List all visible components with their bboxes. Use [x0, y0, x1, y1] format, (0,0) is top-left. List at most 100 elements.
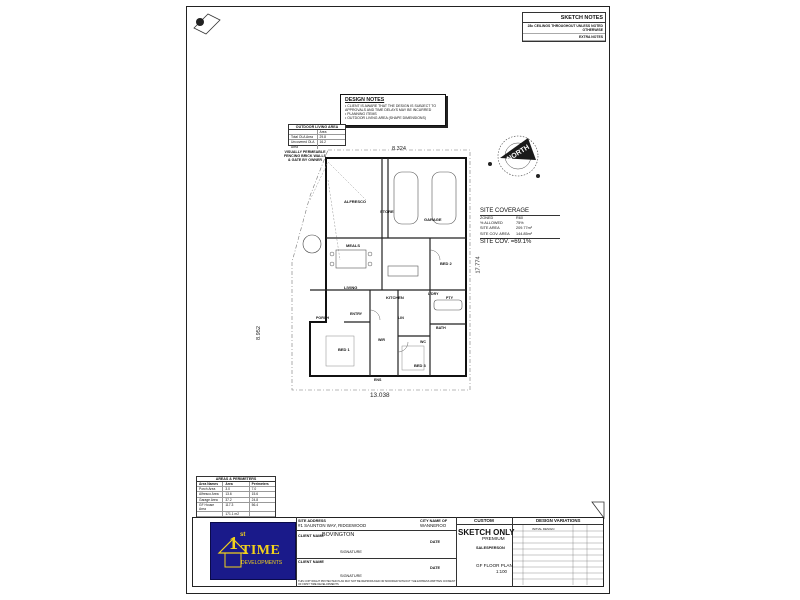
room-label-wir: WIR — [378, 338, 385, 342]
room-label-bath: BATH — [436, 326, 446, 330]
table-cell: Area — [223, 482, 250, 487]
site-coverage-value: 75% — [516, 221, 524, 226]
design-variations-title: DESIGN VARIATIONS — [536, 518, 581, 523]
table-cell: Uncovered OLA Area — [289, 140, 318, 149]
dimension-right: 17.774 — [475, 256, 482, 274]
logo-numeral: 1 — [229, 533, 238, 553]
design-notes-line: • PLANNING ITEMS — [345, 112, 377, 117]
sketch-notes-panel: SKETCH NOTES 28c CEILINGS THROUGHOUT UNL… — [522, 12, 606, 42]
table-cell: Perimeters — [251, 482, 269, 486]
table-row: Total OLA Area 29.8 — [289, 135, 345, 141]
table-cell — [289, 130, 318, 135]
table-cell: Total OLA Area — [289, 135, 318, 140]
design-notes-panel: DESIGN NOTES • CLIENT IS AWARE THAT THE … — [340, 94, 446, 126]
room-label-bed2: BED 2 — [440, 261, 452, 266]
salesperson-label: SALESPERSON — [476, 546, 505, 550]
table-cell: 171.1 m2 — [223, 512, 250, 517]
room-label-bed3: BED 3 — [414, 363, 426, 368]
corner-mark-bottom-right — [591, 501, 605, 520]
outdoor-living-title: OUTDOOR LIVING AREA — [289, 125, 345, 130]
signature-label: SIGNATURE — [340, 550, 362, 554]
room-label-alfresco: ALFRESCO — [344, 199, 366, 204]
custom-label: CUSTOM — [474, 518, 494, 523]
table-cell: 3.0 — [223, 487, 250, 492]
room-label-garage: GARAGE — [424, 217, 442, 222]
room-label-living: LIVING — [344, 285, 358, 290]
variations-grid — [513, 525, 603, 585]
date-label: DATE — [430, 540, 441, 544]
sketch-notes-line: 28c CEILINGS THROUGHOUT UNLESS NOTED OTH… — [523, 23, 605, 34]
divider — [296, 530, 456, 531]
table-row: ZONED R60 — [480, 216, 560, 221]
table-cell: 24.8 — [251, 497, 259, 502]
fence-note-line: & GATE BY OWNER — [287, 158, 322, 163]
sketch-only-label: SKETCH ONLY — [458, 528, 515, 537]
plan-name: GF FLOOR PLAN — [476, 563, 513, 568]
table-row: Area — [289, 130, 345, 136]
room-label-entry: ENTRY — [350, 312, 363, 316]
divider — [296, 558, 456, 559]
sketch-notes-title: SKETCH NOTES — [523, 13, 605, 23]
site-address-value: #1 SAUNTON WAY, RIDGEWOOD — [298, 523, 367, 528]
room-label-wc: WC — [420, 340, 426, 344]
table-row: 171.1 m2 — [197, 512, 275, 518]
city-label: CITY NAME OF — [420, 519, 448, 523]
design-notes-title: DESIGN NOTES — [345, 97, 385, 103]
divider — [512, 517, 513, 587]
site-coverage-value: 209.77m² — [516, 226, 533, 231]
north-compass — [488, 135, 540, 178]
site-coverage-label: SITE AREA — [480, 226, 500, 231]
fence-note-line: FENCING BRICK WALLS — [283, 154, 327, 159]
design-notes-line: • OUTDOOR LIVING AREA (SHAPE DIMENSIONS) — [345, 116, 426, 121]
site-coverage-total: SITE COV. =69.1% — [480, 237, 560, 245]
areas-perimeters-table: AREAS & PERIMETERS Area Names Area Perim… — [196, 476, 276, 532]
table-cell — [197, 512, 224, 517]
dimension-bottom: 13.038 — [370, 392, 390, 399]
site-coverage-label: ZONED — [480, 216, 494, 220]
room-label-ensuite: ENS — [374, 378, 382, 382]
table-cell: 117.3 — [223, 502, 250, 512]
table-cell: Area — [319, 130, 327, 134]
table-cell: 37.2 — [223, 497, 250, 502]
sketch-notes-line: EXTRA NOTES — [523, 34, 605, 41]
table-cell: 15.6 — [251, 492, 259, 497]
date-label-2: DATE — [430, 566, 441, 570]
dimension-top: 8.324 — [392, 146, 406, 152]
table-cell: Area Names — [197, 482, 224, 487]
city-value: WANNEROO — [420, 523, 447, 528]
dimension-left: 8.952 — [256, 326, 262, 340]
premium-label: PREMIUM — [482, 537, 505, 542]
outdoor-living-table: OUTDOOR LIVING AREA Area Total OLA Area … — [288, 124, 346, 149]
table-row: Area Names Area Perimeters — [197, 482, 275, 488]
company-logo: 1 st TIME DEVELOPMENTS — [210, 522, 296, 580]
variation-entry: INITIAL DESIGN — [532, 527, 555, 531]
north-arrow-icon — [500, 138, 536, 160]
site-coverage-value: R60 — [516, 216, 523, 220]
divider — [456, 517, 457, 587]
room-label-kitchen: KITCHEN — [386, 295, 404, 300]
table-cell: GF House Area — [197, 502, 224, 512]
table-cell: 56.4 — [251, 502, 259, 507]
site-coverage-label: SITE COV. AREA — [480, 231, 510, 236]
client-name-label-2: CLIENT NAME — [298, 560, 324, 564]
fence-note: VISUALLY PERMEABLE FENCING BRICK WALLS &… — [280, 150, 330, 163]
table-cell: Porch Area — [197, 487, 224, 492]
table-row: GF House Area 117.3 56.4 — [197, 502, 275, 513]
table-row: Porch Area 3.0 7.0 — [197, 487, 275, 493]
copyright-note: THIS COPYRIGHT PROTECTED PLAN MAY NOT BE… — [298, 580, 456, 586]
table-row: Garage Area 37.2 24.8 — [197, 497, 275, 503]
table-cell: Garage Area — [197, 497, 224, 502]
logo-developments: DEVELOPMENTS — [241, 560, 283, 566]
table-cell: 13.6 — [223, 492, 250, 497]
room-label-linen: LIN — [398, 316, 404, 320]
table-cell: 7.0 — [251, 487, 257, 492]
room-label-pantry: PTY — [446, 296, 453, 300]
signature-label-2: SIGNATURE — [340, 574, 362, 578]
table-cell — [250, 512, 275, 516]
table-cell: 16.2 — [319, 140, 326, 145]
table-row: Alfresco Area 13.6 15.6 — [197, 492, 275, 498]
table-row: Uncovered OLA Area 16.2 — [289, 140, 345, 149]
